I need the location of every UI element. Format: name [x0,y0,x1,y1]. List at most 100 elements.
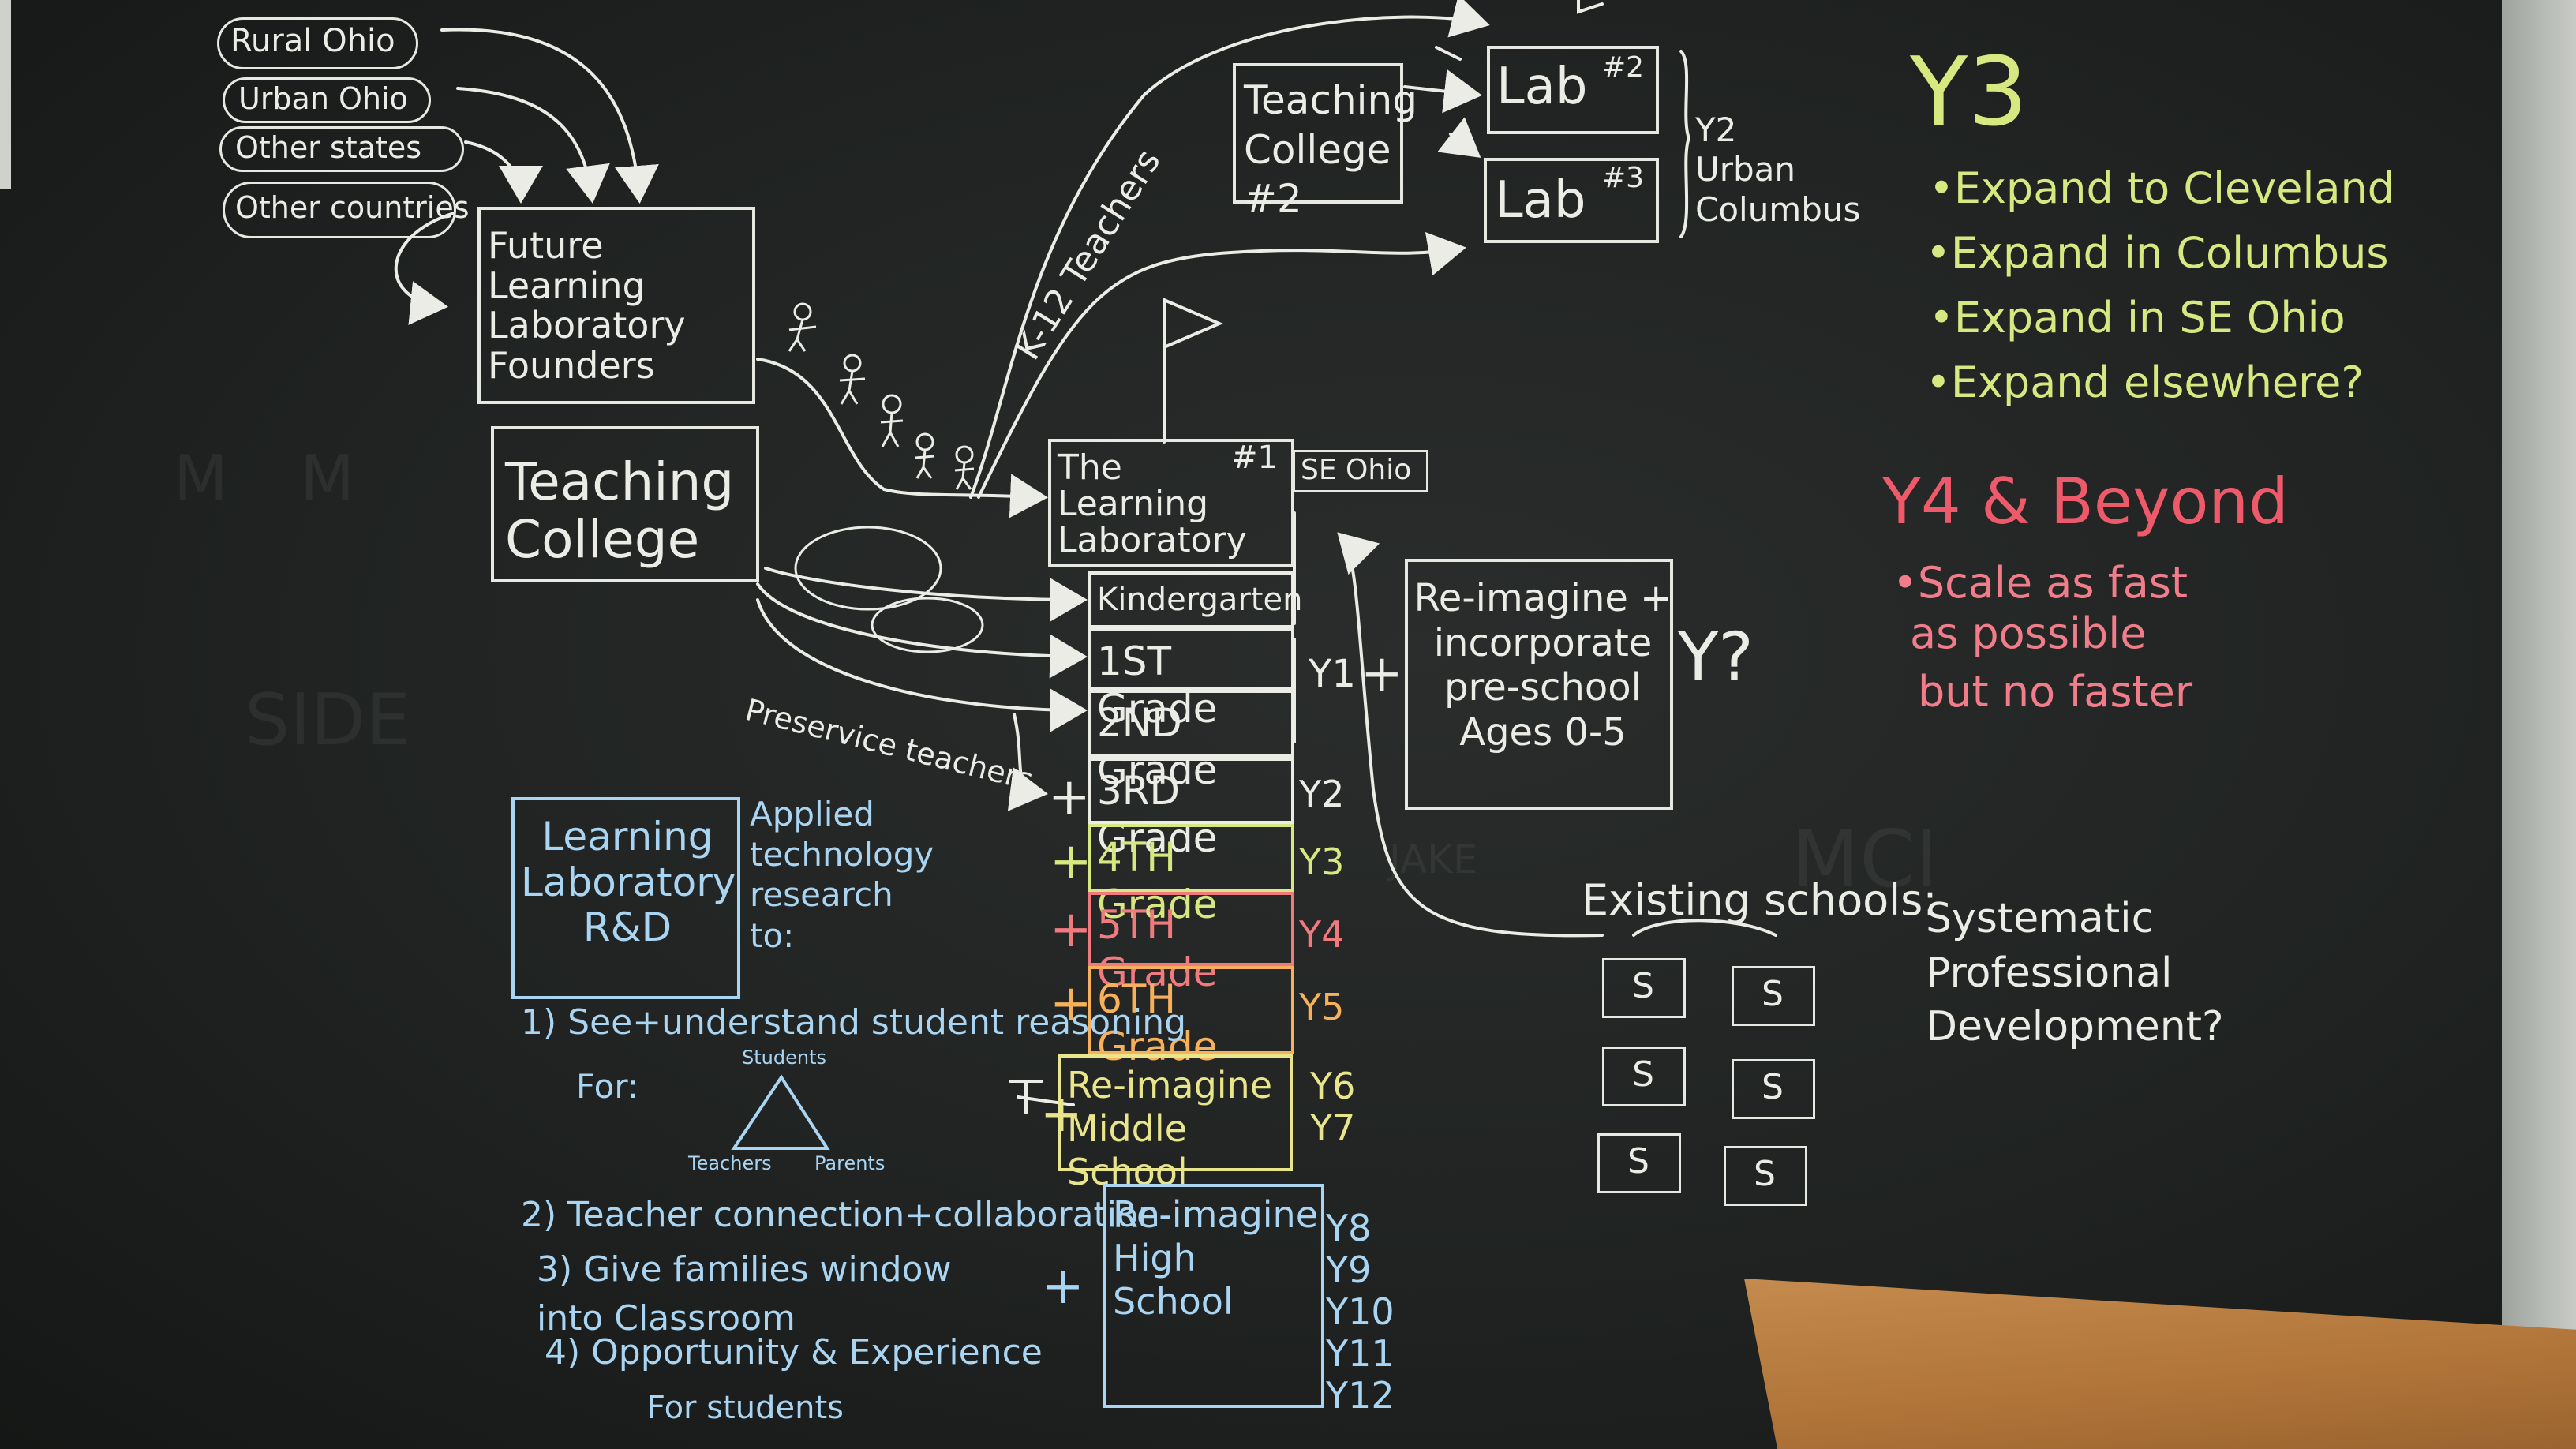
y4-line-3: but no faster [1918,667,2193,717]
grade-year: Y4 [1299,913,1345,956]
school-box [1602,958,1686,1018]
school-letter: S [1627,1141,1649,1181]
lab-2-box [1487,46,1659,134]
learning-lab-title: The Learning Laboratory [1058,447,1247,561]
rd-item-1: 1) See+understand student reasoning [521,1002,1187,1043]
teaching-college-box [491,426,759,582]
rd-item-2: 2) Teacher connection+collaboration [521,1195,1160,1235]
y3-title: Y3 [1910,38,2028,148]
lab-3-number: #3 [1602,162,1645,194]
school-letter: S [1754,1154,1776,1194]
grade-plus: + [1050,975,1092,1033]
grade-label: 5TH Grade [1097,902,1218,995]
grade-year: Y5 [1299,986,1345,1028]
preschool-box [1405,559,1673,810]
rd-label: Learning Laboratory R&D [521,814,736,950]
teaching-college-2-box [1233,63,1403,204]
grade-row [1088,628,1294,690]
grade-label: Re-imagine Middle School [1067,1064,1273,1194]
rd-item-3: 3) Give families window into Classroom [537,1249,952,1339]
y3-item: •Expand in SE Ohio [1929,293,2346,343]
school-letter: S [1632,1054,1654,1095]
lab-2-label: Lab [1496,58,1588,116]
lab-3-box [1484,158,1659,243]
se-ohio-tag [1293,450,1428,492]
grade-plus: + [1050,900,1092,959]
grade-row [1088,571,1294,628]
origin-other-states [219,126,464,172]
school-box [1732,1059,1815,1119]
lab-2-number: #2 [1602,51,1645,84]
se-ohio-label: SE Ohio [1301,454,1412,486]
school-box [1597,1133,1681,1193]
grade-row [1088,690,1294,758]
origin-urban-ohio-label: Urban Ohio [238,81,408,116]
rd-item-1-for: For: [576,1067,639,1106]
origin-rural-ohio [217,17,418,69]
y2-urban-columbus-note: Y2 Urban Columbus [1695,110,1861,229]
grade-year: Y3 [1299,841,1345,883]
y4-line-1: •Scale as fast [1893,558,2188,608]
triangle-label-students: Students [742,1046,826,1069]
rd-item-4-for: For students [647,1390,844,1426]
grade-year: Y8 Y9 Y10 Y11 Y12 [1326,1207,1395,1417]
founders-box [477,207,755,404]
y4-title: Y4 & Beyond [1882,465,2289,538]
existing-schools-label: Existing schools: [1582,875,1938,925]
grade-row [1088,892,1294,966]
grade-plus: + [1048,768,1091,826]
grade-year: Y2 [1299,773,1345,815]
grade-label: Kindergarten [1097,582,1303,618]
school-letter: S [1632,966,1654,1006]
grade-row [1103,1184,1324,1408]
teaching-college-label: Teaching College [505,451,735,570]
triangle-label-teachers: Teachers [688,1152,772,1174]
origin-other-countries-label: Other countries [235,190,470,225]
grade-row [1088,758,1294,824]
y3-item: •Expand to Cleveland [1929,163,2395,213]
y1-plus: + [1361,645,1403,703]
founders-label: Future Learning Laboratory Founders [488,224,686,387]
grade-plus: + [1040,1085,1083,1144]
y1-label: Y1 [1309,652,1356,696]
wall-left [0,0,11,189]
teaching-college-2-label: Teaching College #2 [1244,77,1417,222]
grade-label: 1ST Grade [1097,638,1218,732]
grade-year: Y6 Y7 [1310,1065,1356,1149]
wall-right [2502,0,2576,1449]
origin-other-countries [223,182,456,238]
origin-rural-ohio-label: Rural Ohio [230,23,395,59]
origin-other-states-label: Other states [235,130,422,165]
learning-lab-number: #1 [1231,440,1278,476]
rd-box [511,797,740,999]
triangle-label-parents: Parents [814,1152,886,1174]
grade-label: 6TH Grade [1097,976,1218,1069]
y4-line-2: as possible [1910,608,2147,658]
grade-plus: + [1050,833,1092,891]
rd-intro: Applied technology research to: [750,795,934,955]
lab-3-label: Lab [1495,171,1586,230]
y3-item: •Expand elsewhere? [1926,358,2364,407]
school-letter: S [1762,1067,1784,1107]
school-box [1732,966,1815,1026]
origin-urban-ohio [223,77,431,123]
grade-label: 3RD Grade [1097,768,1218,861]
school-box [1602,1046,1686,1106]
learning-lab-box [1048,439,1294,567]
school-letter: S [1762,974,1784,1014]
grade-plus: + [1042,1257,1084,1316]
grade-row [1088,966,1294,1054]
grade-label: 4TH Grade [1097,834,1218,927]
preschool-label: Re-imagine + incorporate pre-school Ages… [1413,576,1672,754]
y3-item: •Expand in Columbus [1926,228,2389,278]
school-box [1724,1146,1807,1206]
grade-label: Re-imagine High School [1113,1193,1319,1324]
spd-label: Systematic Professional Development? [1926,895,2224,1051]
rd-item-4: 4) Opportunity & Experience [545,1332,1043,1372]
grade-label: 2ND Grade [1097,700,1218,793]
grade-row [1058,1054,1293,1171]
grade-row [1088,824,1294,892]
preschool-year: Y? [1678,618,1754,695]
